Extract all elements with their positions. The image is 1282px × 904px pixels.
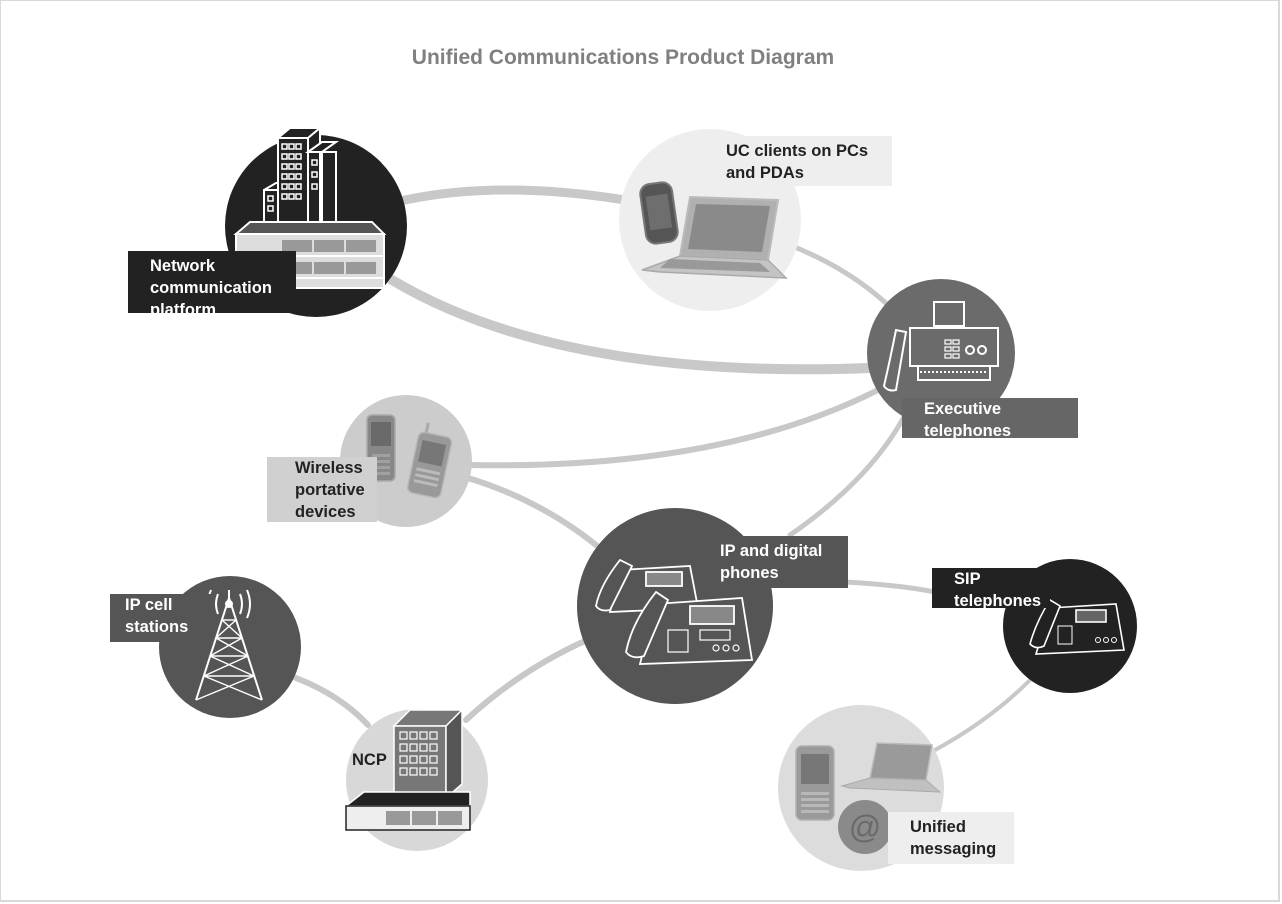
label-line: communication — [150, 279, 272, 297]
label-executive-telephones[interactable]: Executive telephones — [902, 398, 1078, 440]
node-executive-telephones-circle[interactable] — [867, 279, 1015, 427]
mobile-phones-icon — [366, 414, 453, 499]
label-ip-cell-stations[interactable]: IP cell stations — [110, 594, 212, 642]
connector-uc-executive — [794, 245, 891, 308]
email-at-glyph: @ — [849, 809, 881, 845]
label-line: UC clients on PCs — [726, 142, 869, 160]
label-line: Wireless — [295, 459, 363, 477]
label-wireless-devices[interactable]: Wireless portative devices — [267, 457, 377, 522]
fax-phone-icon — [882, 301, 999, 392]
label-line: Executive — [924, 400, 1002, 418]
label-line: telephones — [954, 592, 1042, 610]
label-ip-digital-phones[interactable]: IP and digital phones — [698, 536, 848, 588]
connector-cell-ncp — [293, 675, 371, 728]
connector-wireless-ipphones — [465, 475, 599, 548]
label-line: devices — [295, 503, 356, 521]
label-line: messaging — [910, 840, 997, 858]
phone-laptop-email-icon: @ — [795, 742, 942, 854]
connector-wireless-executive — [467, 387, 881, 469]
connector-ipphones-sip — [842, 579, 938, 595]
label-line: phones — [720, 564, 779, 582]
connector-network-executive — [387, 275, 875, 375]
label-unified-messaging[interactable]: Unified messaging — [888, 812, 1014, 864]
label-line: portative — [295, 481, 365, 499]
label-ncp[interactable]: NCP — [352, 749, 392, 771]
label-line: stations — [125, 618, 189, 636]
building-and-switch-icon — [343, 708, 471, 831]
connector-ipphones-ncp — [463, 637, 590, 723]
diagram-title: Unified Communications Product Diagram — [411, 46, 835, 69]
label-line: IP and digital — [720, 542, 823, 560]
label-line: Unified — [910, 818, 966, 836]
label-line: Network — [150, 257, 216, 275]
desk-phones-icon — [595, 558, 754, 665]
desk-phone-icon — [1029, 598, 1125, 655]
laptop-and-pda-icon — [639, 181, 788, 279]
cell-tower-icon — [195, 589, 263, 701]
buildings-and-switch-icon — [233, 125, 387, 289]
label-network-platform[interactable]: Network communication platform — [128, 251, 296, 319]
connector-sip-messaging — [933, 678, 1032, 752]
label-line: platform — [150, 301, 216, 319]
label-line: IP cell — [125, 596, 173, 614]
label-line: and PDAs — [726, 164, 804, 182]
connector-network-uc — [400, 185, 630, 205]
label-uc-clients[interactable]: UC clients on PCs and PDAs — [704, 136, 892, 186]
label-line: SIP — [954, 570, 981, 588]
label-sip-telephones[interactable]: SIP telephones — [932, 568, 1050, 610]
label-line: telephones — [924, 422, 1012, 440]
label-line: NCP — [352, 751, 387, 769]
connector-ipphones-executive — [787, 412, 908, 538]
